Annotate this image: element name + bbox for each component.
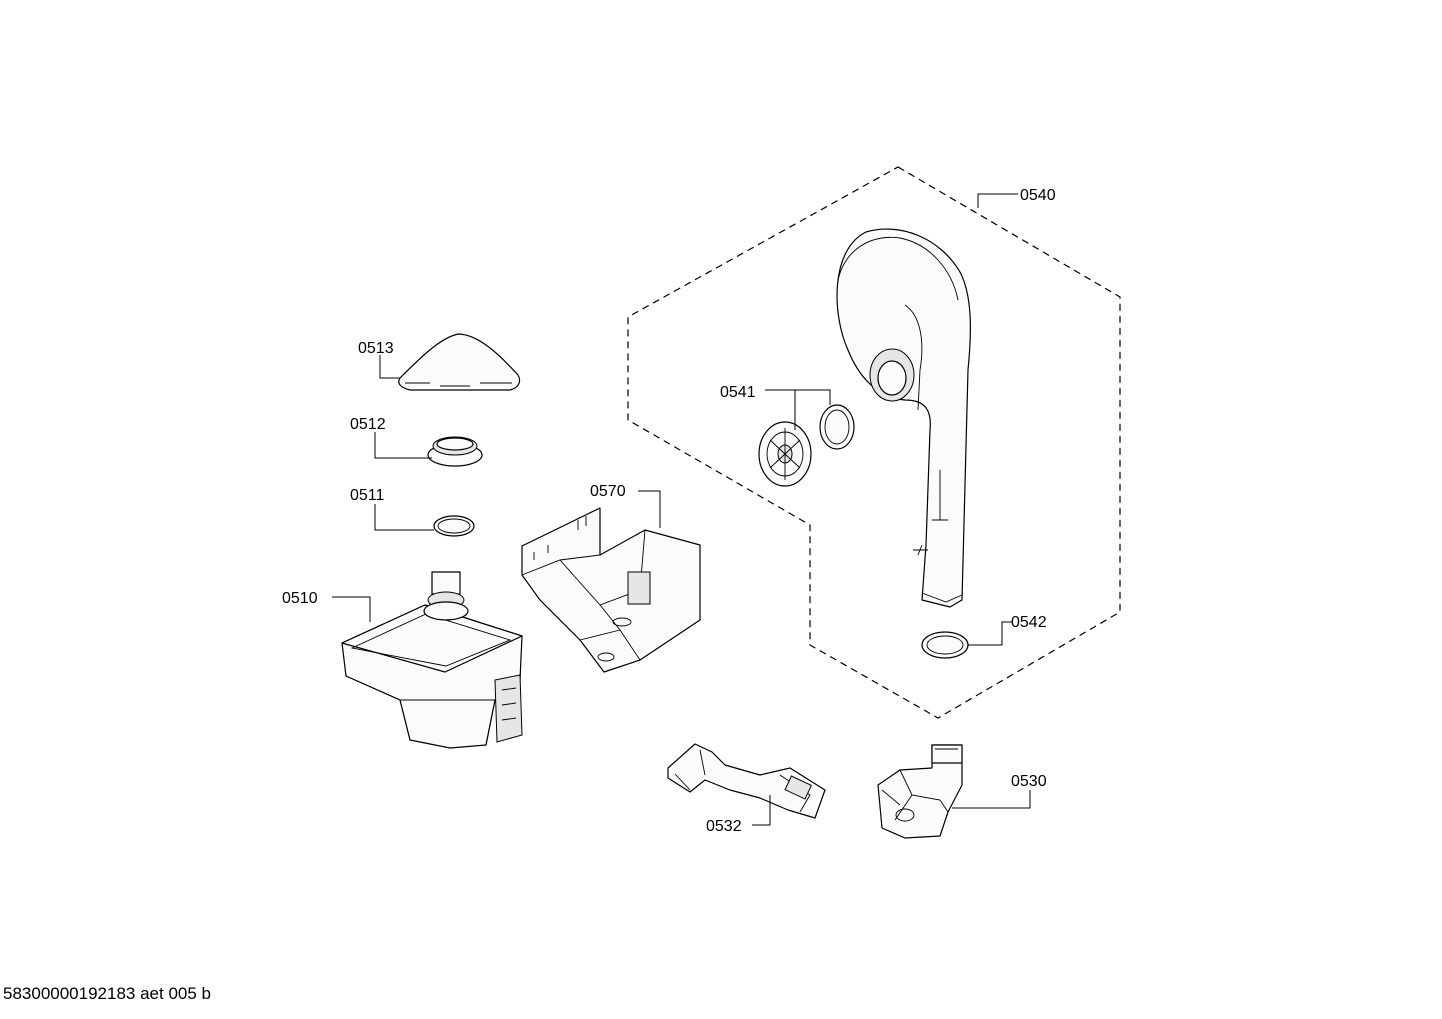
callout-0540: 0540 [1020, 187, 1056, 204]
callout-0513: 0513 [358, 340, 394, 357]
callout-0512: 0512 [350, 416, 386, 433]
part-0532-connector[interactable] [667, 743, 826, 819]
part-0510-softener[interactable] [341, 571, 523, 749]
part-0570-bracket[interactable] [521, 507, 701, 673]
leader-0513 [379, 355, 400, 379]
leader-0512 [374, 432, 432, 459]
part-0540-duct[interactable] [836, 228, 971, 608]
callout-0510: 0510 [282, 590, 318, 607]
document-id: 58300000192183 aet 005 b [3, 984, 211, 1003]
leader-0511 [374, 504, 434, 531]
part-0530-pump[interactable] [877, 744, 963, 839]
callout-0542: 0542 [1011, 614, 1047, 631]
part-0542-gasket[interactable] [921, 631, 969, 659]
callout-0570: 0570 [590, 483, 626, 500]
part-0513-cap[interactable] [398, 333, 521, 391]
callout-0532: 0532 [706, 818, 742, 835]
leader-0570 [638, 490, 661, 528]
leader-0532 [752, 795, 771, 826]
part-0512-collar[interactable] [427, 436, 483, 467]
callout-0511: 0511 [350, 487, 385, 504]
leader-0541a [765, 389, 831, 405]
leader-lines [332, 193, 1031, 826]
part-0511-o-ring[interactable] [433, 515, 475, 537]
part-0541-impeller[interactable] [758, 404, 855, 487]
callout-0530: 0530 [1011, 773, 1047, 790]
assembly-group-outline [627, 166, 1121, 719]
callout-0541: 0541 [720, 384, 756, 401]
leader-0530 [952, 790, 1031, 809]
leader-0542 [968, 621, 1012, 646]
leader-0510 [332, 596, 371, 622]
leader-0540 [977, 193, 1018, 208]
